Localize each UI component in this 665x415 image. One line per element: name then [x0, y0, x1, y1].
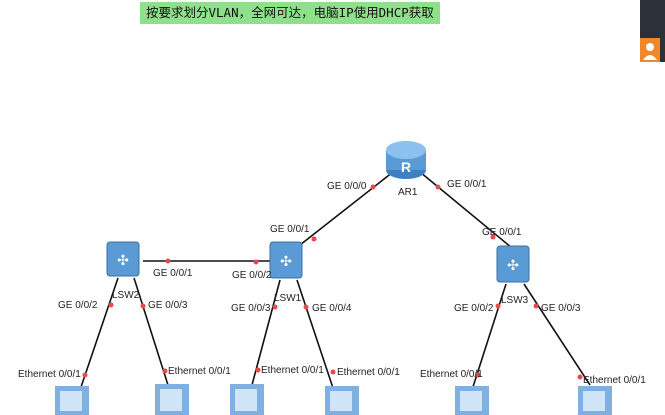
svg-text:✣: ✣ — [280, 253, 292, 269]
pcs — [55, 384, 612, 415]
svg-text:GE 0/0/0: GE 0/0/0 — [327, 181, 367, 192]
svg-text:GE 0/0/1: GE 0/0/1 — [482, 227, 522, 238]
svg-text:✣: ✣ — [507, 257, 519, 273]
link-lsw3-pc6 — [523, 283, 591, 386]
svg-text:Ethernet 0/0/1: Ethernet 0/0/1 — [168, 366, 231, 377]
svg-text:GE 0/0/3: GE 0/0/3 — [541, 303, 581, 314]
port-labels: GE 0/0/0 GE 0/0/1 GE 0/0/1 GE 0/0/1 GE 0… — [18, 179, 646, 386]
svg-text:GE 0/0/3: GE 0/0/3 — [231, 303, 271, 314]
router-ar1[interactable]: R — [386, 141, 426, 179]
svg-text:GE 0/0/2: GE 0/0/2 — [454, 303, 494, 314]
link-lsw3-pc5 — [471, 283, 507, 391]
switch-lsw3[interactable]: ✣ — [496, 245, 530, 283]
link-lsw1-pc3 — [251, 279, 281, 386]
svg-text:GE 0/0/2: GE 0/0/2 — [58, 300, 98, 311]
link-ar1-lsw3 — [419, 171, 513, 249]
pc-2[interactable] — [155, 384, 189, 415]
lsw2-label: LSW2 — [112, 290, 140, 301]
switch-lsw1[interactable]: ✣ — [269, 241, 303, 279]
lsw3-label: LSW3 — [501, 295, 529, 306]
router-icon: R — [401, 159, 411, 175]
svg-text:GE 0/0/3: GE 0/0/3 — [148, 300, 188, 311]
link-lsw2-pc1 — [79, 277, 119, 391]
pc-6[interactable] — [578, 386, 612, 415]
svg-text:GE 0/0/1: GE 0/0/1 — [153, 268, 193, 279]
pc-3[interactable] — [230, 384, 264, 415]
link-lsw2-pc2 — [133, 277, 169, 386]
user-icon[interactable] — [640, 38, 660, 62]
svg-text:GE 0/0/4: GE 0/0/4 — [312, 303, 352, 314]
svg-text:Ethernet 0/0/1: Ethernet 0/0/1 — [18, 369, 81, 380]
svg-text:GE 0/0/2: GE 0/0/2 — [232, 270, 272, 281]
link-ar1-lsw1 — [299, 171, 394, 246]
link-lsw1-pc4 — [296, 279, 334, 389]
svg-text:GE 0/0/1: GE 0/0/1 — [270, 224, 310, 235]
port-dots — [82, 184, 583, 380]
svg-text:Ethernet 0/0/1: Ethernet 0/0/1 — [261, 365, 324, 376]
switches: ✣ ✣ ✣ — [106, 241, 530, 283]
pc-4[interactable] — [325, 386, 359, 415]
pc-5[interactable] — [455, 386, 489, 415]
router-label: AR1 — [398, 187, 418, 198]
links — [79, 171, 591, 391]
svg-text:✣: ✣ — [117, 252, 129, 268]
svg-text:Ethernet 0/0/1: Ethernet 0/0/1 — [583, 375, 646, 386]
pc-1[interactable] — [55, 386, 89, 415]
lsw1-label: LSW1 — [274, 293, 302, 304]
task-banner: 按要求划分VLAN，全网可达，电脑IP使用DHCP获取 — [140, 2, 440, 24]
svg-text:GE 0/0/1: GE 0/0/1 — [447, 179, 487, 190]
svg-text:Ethernet 0/0/1: Ethernet 0/0/1 — [420, 369, 483, 380]
switch-lsw2[interactable]: ✣ — [106, 241, 140, 277]
svg-text:Ethernet 0/0/1: Ethernet 0/0/1 — [337, 367, 400, 378]
